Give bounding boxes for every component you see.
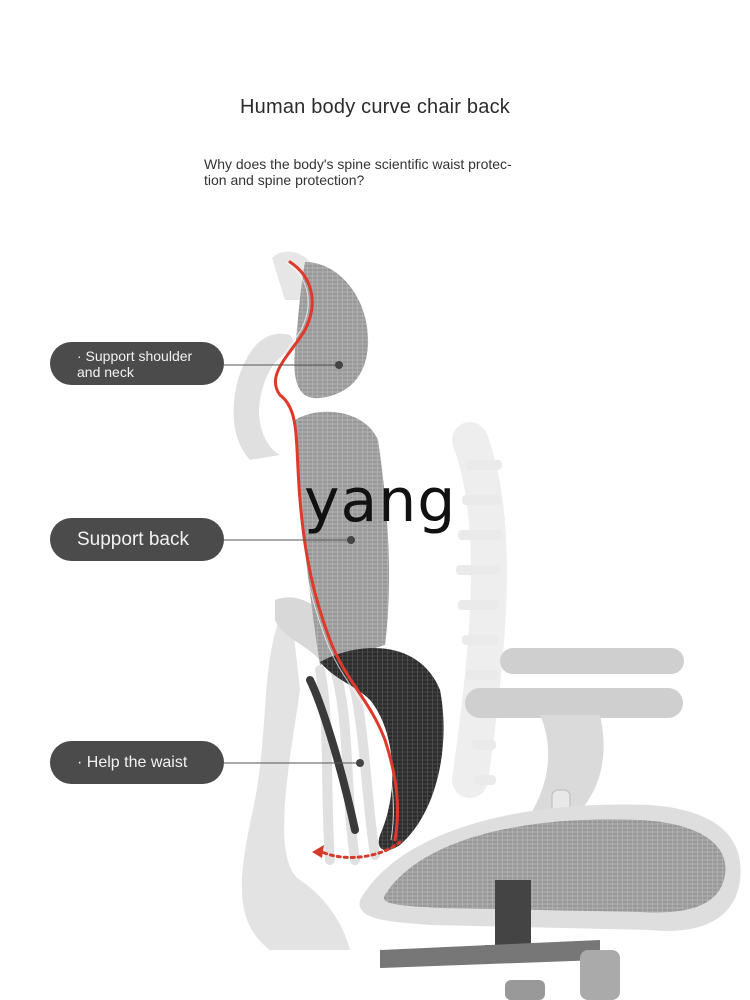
lumbar-mesh bbox=[320, 647, 444, 851]
callout-shoulder-neck-line2: and neck bbox=[77, 363, 134, 380]
callout-support-back: Support back bbox=[50, 518, 224, 561]
callout-shoulder-neck-line1: · Support shoulder bbox=[77, 347, 193, 364]
page-title: Human body curve chair back bbox=[240, 96, 510, 118]
rear-spine-ghost bbox=[452, 422, 507, 798]
callout-help-waist: · Help the waist bbox=[50, 741, 224, 784]
callout-help-waist-label: · Help the waist bbox=[77, 753, 188, 771]
page-subtitle: Why does the body's spine scientific wai… bbox=[204, 156, 544, 188]
seat-mesh bbox=[383, 819, 726, 913]
subtitle-line-1: Why does the body's spine scientific wai… bbox=[204, 156, 512, 172]
recline-arrow-icon bbox=[312, 840, 402, 859]
subtitle-line-2: tion and spine protection? bbox=[204, 172, 365, 188]
callout-shoulder-neck: · Support shoulder and neck bbox=[50, 342, 224, 385]
callout-support-back-label: Support back bbox=[77, 528, 189, 550]
watermark-text: yang bbox=[304, 466, 457, 536]
spine-curve-line bbox=[273, 260, 399, 842]
